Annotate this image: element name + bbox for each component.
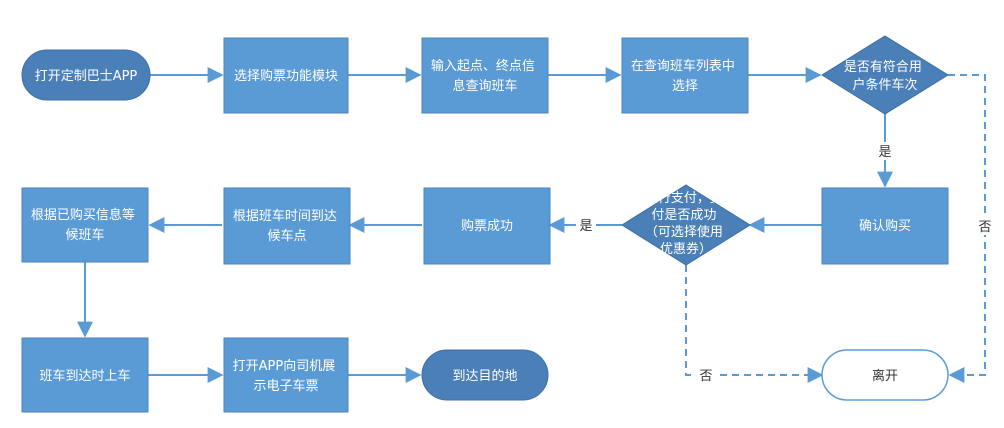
decision-has-matching-bus-text: 是否有符合用 户条件车次 bbox=[844, 59, 926, 93]
decision-payment-success-text: 进行支付，支 付是否成功 （可选择使用 优惠券） bbox=[645, 191, 727, 257]
node-arrive-waiting-point-text: 根据班车时间到达 候车点 bbox=[233, 208, 341, 244]
svg-text:是: 是 bbox=[579, 219, 592, 234]
node-wait-by-info-text: 根据已购买信息等 候班车 bbox=[31, 207, 139, 243]
node-show-ticket: 打开APP向司机展 示电子车票 bbox=[223, 337, 349, 413]
node-arrive-waiting-point: 根据班车时间到达 候车点 bbox=[223, 187, 351, 265]
node-select-in-list-text: 在查询班车列表中 选择 bbox=[631, 58, 739, 94]
node-board-bus-text: 班车到达时上车 bbox=[39, 368, 130, 384]
node-ticket-success-text: 购票成功 bbox=[461, 218, 513, 234]
edge-label-yes-left: 是 bbox=[576, 216, 596, 234]
svg-text:否: 否 bbox=[699, 369, 712, 384]
decision-payment-success: 进行支付，支 付是否成功 （可选择使用 优惠券） bbox=[621, 184, 751, 266]
node-end-destination-text: 到达目的地 bbox=[452, 368, 517, 384]
node-select-ticket-module: 选择购票功能模块 bbox=[223, 37, 349, 114]
node-input-points-text: 输入起点、终点信 息查询班车 bbox=[431, 58, 539, 94]
edge-label-no-right: 否 bbox=[975, 217, 995, 235]
node-input-points: 输入起点、终点信 息查询班车 bbox=[421, 37, 549, 114]
node-start: 打开定制巴士APP bbox=[21, 49, 151, 101]
node-leave: 离开 bbox=[821, 349, 949, 401]
svg-text:否: 否 bbox=[978, 220, 991, 235]
node-board-bus: 班车到达时上车 bbox=[21, 337, 149, 413]
edge-label-no-down: 否 bbox=[696, 366, 716, 384]
node-leave-text: 离开 bbox=[872, 368, 898, 384]
node-select-ticket-module-text: 选择购票功能模块 bbox=[234, 68, 338, 84]
node-end-destination: 到达目的地 bbox=[421, 349, 549, 401]
node-confirm-purchase: 确认购买 bbox=[821, 187, 949, 265]
node-start-text: 打开定制巴士APP bbox=[35, 69, 138, 84]
node-show-ticket-text: 打开APP向司机展 示电子车票 bbox=[233, 358, 340, 394]
node-wait-by-info: 根据已购买信息等 候班车 bbox=[21, 187, 149, 263]
svg-text:是: 是 bbox=[878, 145, 891, 160]
decision-has-matching-bus: 是否有符合用 户条件车次 bbox=[821, 35, 949, 115]
edge-payment-no-to-leave bbox=[685, 265, 824, 383]
node-ticket-success: 购票成功 bbox=[423, 187, 551, 265]
node-confirm-purchase-text: 确认购买 bbox=[859, 218, 911, 234]
node-select-in-list: 在查询班车列表中 选择 bbox=[621, 37, 749, 114]
edge-label-yes-down: 是 bbox=[875, 142, 895, 160]
